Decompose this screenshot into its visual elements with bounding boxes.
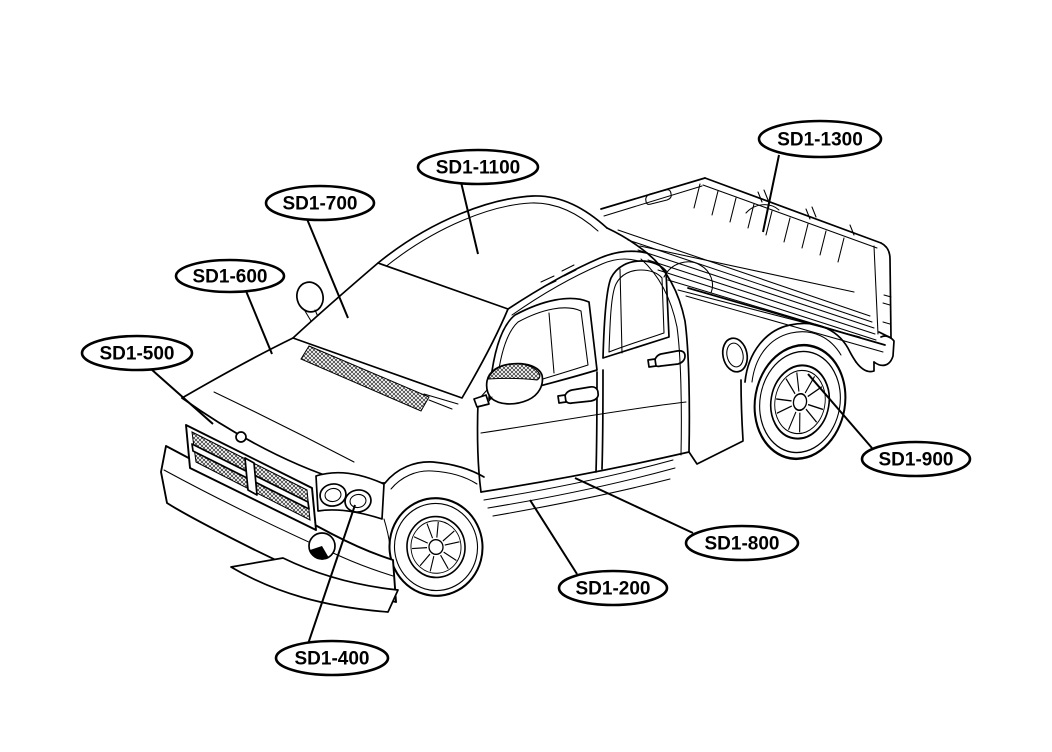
fuel-filler-door	[721, 337, 749, 373]
near-bed-rail	[687, 287, 886, 346]
callout-label: SD1-900	[879, 450, 954, 471]
leader-line	[762, 154, 780, 233]
callout-ellipse[interactable]	[757, 119, 883, 159]
callout-SD1-800[interactable]: SD1-800	[574, 477, 800, 562]
cab-side	[473, 252, 744, 517]
front-wheel-arch	[384, 461, 485, 484]
leader-line	[307, 504, 356, 645]
front-door-handle	[563, 385, 600, 405]
far-bed-rail	[704, 177, 882, 244]
callout-ellipse[interactable]	[416, 148, 540, 186]
rocker-moulding	[483, 459, 676, 517]
callout-label: SD1-1100	[436, 158, 521, 179]
callout-SD1-1100[interactable]: SD1-1100	[416, 148, 540, 255]
callout-label: SD1-800	[705, 534, 780, 555]
callout-ellipse[interactable]	[557, 569, 669, 607]
cab-upper	[181, 195, 648, 484]
callout-ellipse[interactable]	[174, 258, 286, 294]
far-side-mirror	[296, 281, 324, 313]
rear-door-handle	[653, 349, 686, 368]
rear-bumper	[873, 335, 895, 367]
grille-badge	[235, 431, 247, 443]
cowl-vent-panel	[300, 345, 430, 412]
leader-line	[460, 181, 479, 255]
rear-arch	[744, 322, 857, 383]
air-dam	[230, 557, 399, 613]
callout-ellipse[interactable]	[80, 334, 194, 372]
callout-SD1-400[interactable]: SD1-400	[274, 504, 390, 677]
callout-label: SD1-1300	[777, 130, 863, 151]
wheel-housings	[663, 204, 780, 294]
leader-line	[245, 290, 273, 355]
leader-line	[529, 499, 578, 575]
cargo-bed	[600, 177, 895, 441]
callout-SD1-600[interactable]: SD1-600	[174, 258, 286, 355]
front-fascia	[160, 424, 485, 613]
clearance-lamps	[540, 264, 577, 288]
bed-floor-ribs	[617, 229, 877, 341]
door-seam	[595, 369, 604, 473]
front-wheel	[388, 497, 484, 597]
bed-wall-ribs	[693, 183, 845, 263]
callout-SD1-1300[interactable]: SD1-1300	[757, 119, 883, 233]
leader-line	[150, 368, 214, 425]
callout-label: SD1-400	[295, 649, 370, 670]
rear-door-glass	[602, 260, 670, 359]
rear-wheel	[753, 343, 847, 461]
leader-line	[574, 477, 694, 534]
callout-layer: SD1-500 SD1-600 SD1-700 SD1-1100 SD1-1300SD1…	[80, 119, 972, 677]
truck-line-art	[160, 177, 895, 613]
callout-label: SD1-200	[576, 579, 651, 600]
callout-SD1-500[interactable]: SD1-500	[80, 334, 214, 425]
cab-bed-seam	[646, 252, 691, 453]
tailgate	[880, 242, 892, 339]
windshield	[292, 262, 509, 399]
callout-label: SD1-500	[100, 344, 175, 365]
callout-ellipse[interactable]	[860, 440, 972, 478]
rear-wheel-arch	[744, 322, 857, 383]
callout-label: SD1-600	[193, 267, 268, 288]
callout-SD1-700[interactable]: SD1-700	[264, 184, 376, 319]
hood	[181, 337, 294, 399]
leader-line	[306, 218, 349, 319]
headlamp	[315, 471, 385, 520]
callout-ellipse[interactable]	[684, 524, 800, 562]
leader-line	[807, 373, 873, 449]
wipers	[423, 393, 459, 410]
callout-ellipse[interactable]	[264, 184, 376, 222]
callout-SD1-900[interactable]: SD1-900	[807, 373, 972, 478]
callout-label: SD1-700	[283, 194, 358, 215]
callout-ellipse[interactable]	[274, 639, 390, 677]
callout-SD1-200[interactable]: SD1-200	[529, 499, 669, 607]
stake-pockets	[757, 189, 855, 236]
